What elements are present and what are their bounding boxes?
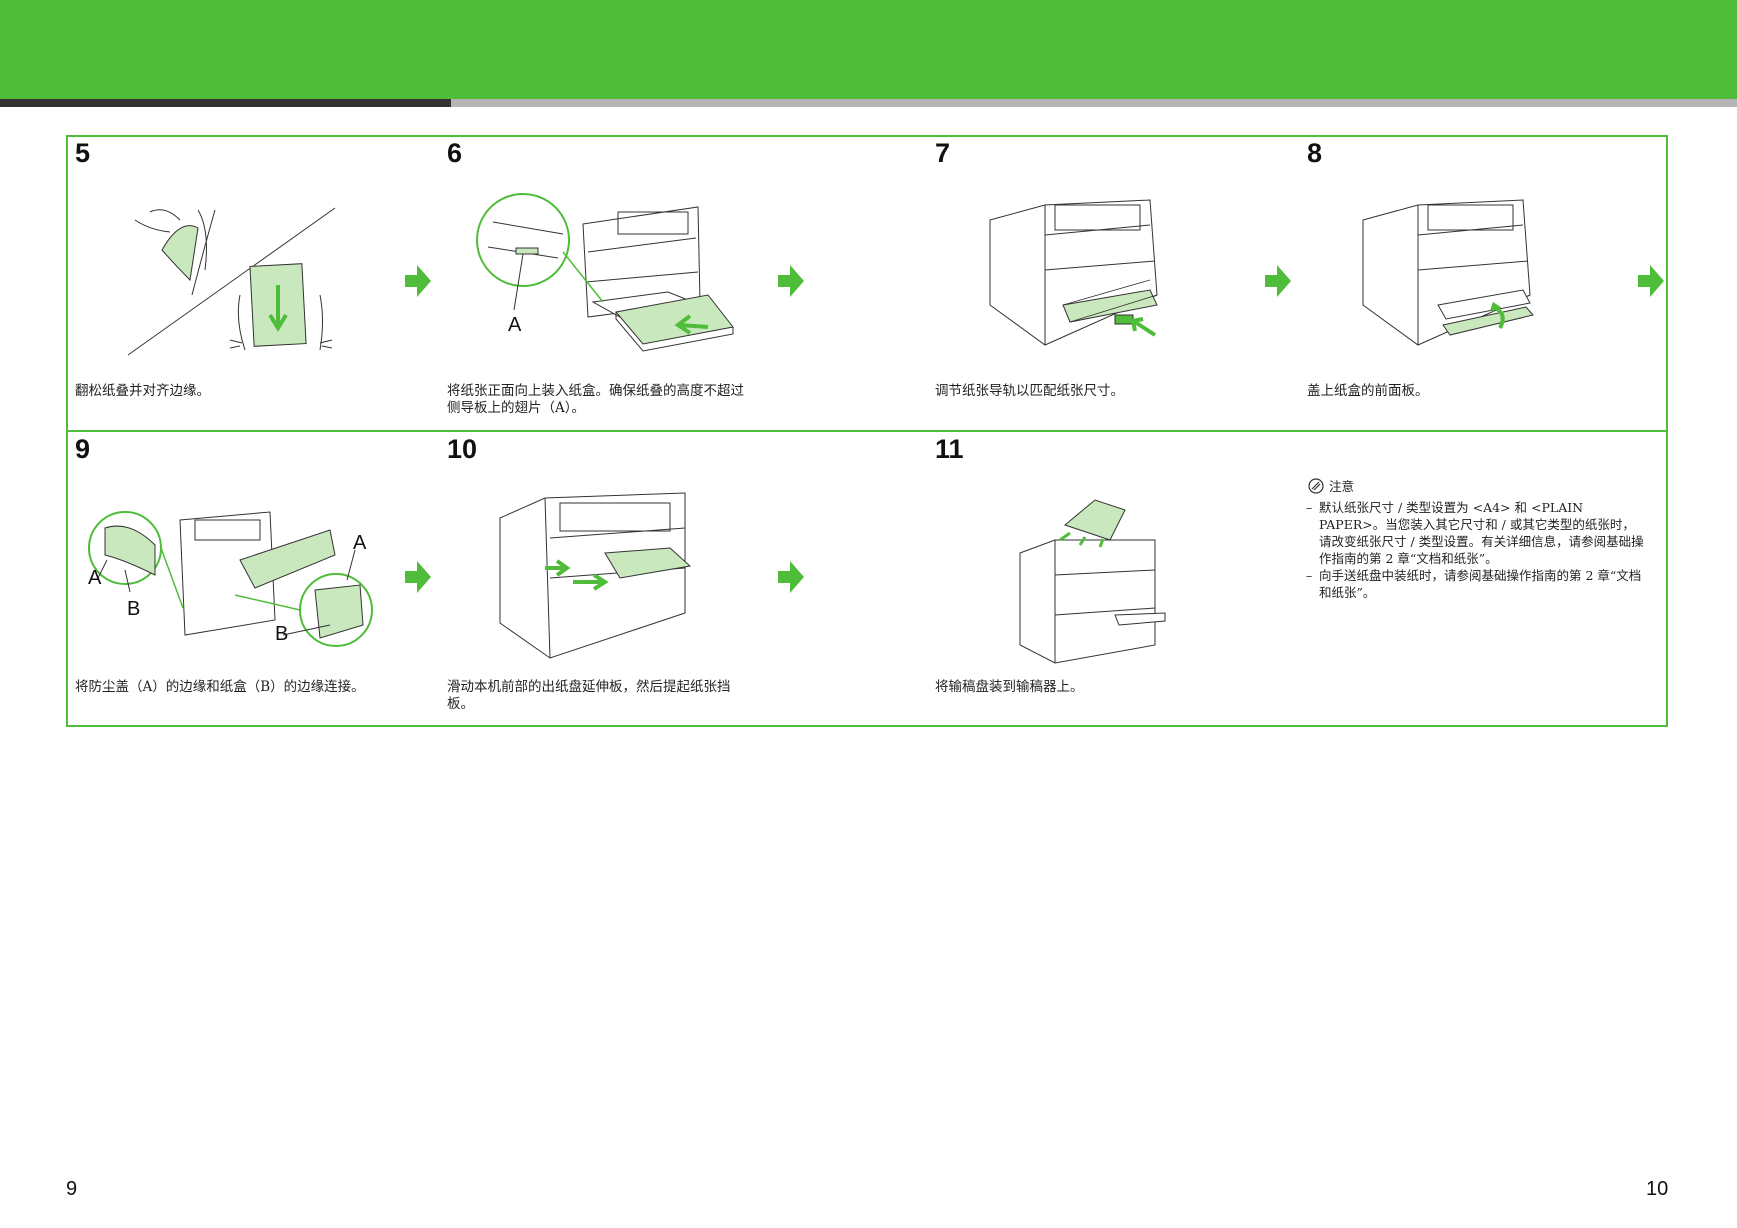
note-heading: 注意 <box>1308 476 1354 495</box>
note-item-text: 默认纸张尺寸 / 类型设置为 <A4> 和 <PLAIN PAPER>。当您装入… <box>1319 500 1644 566</box>
step-11-caption: 将输稿盘装到输稿器上。 <box>935 679 1084 695</box>
illustration-dust-cover: A A B B <box>88 511 373 647</box>
callout-a-step-6: A <box>508 314 522 336</box>
note-title: 注意 <box>1329 479 1355 494</box>
callout-a-step-9-left: A <box>88 567 102 589</box>
illustration-close-cover <box>1362 199 1534 346</box>
header-rule-light <box>451 99 1737 107</box>
row-divider <box>66 430 1668 432</box>
step-10-number: 10 <box>447 434 478 464</box>
note-list: –默认纸张尺寸 / 类型设置为 <A4> 和 <PLAIN PAPER>。当您装… <box>1306 499 1646 601</box>
next-step-arrow-icon <box>1638 265 1664 297</box>
note-item: –默认纸张尺寸 / 类型设置为 <A4> 和 <PLAIN PAPER>。当您装… <box>1306 500 1644 566</box>
next-step-arrow-icon <box>778 561 804 593</box>
illustration-fan-paper <box>127 207 336 356</box>
illustration-load-paper: A <box>476 193 734 352</box>
illustration-adjust-guides <box>989 199 1158 346</box>
callout-b-step-9-right: B <box>275 623 288 645</box>
illustration-output-tray <box>499 492 692 659</box>
step-5-number: 5 <box>75 138 91 168</box>
next-step-arrow-icon <box>405 561 431 593</box>
note-icon <box>1308 477 1324 494</box>
next-step-arrow-icon <box>778 265 804 297</box>
step-6-caption: 将纸张正面向上装入纸盒。确保纸叠的高度不超过侧导板上的翅片（A）。 <box>447 383 744 416</box>
next-step-arrow-icon <box>1265 265 1291 297</box>
page-number-right: 10 <box>1646 1178 1669 1200</box>
step-6-number: 6 <box>447 138 463 168</box>
note-item: –向手送纸盘中装纸时，请参阅基础操作指南的第 2 章“文档和纸张”。 <box>1306 568 1642 600</box>
illustration-feeder-tray <box>1019 499 1166 664</box>
step-11-number: 11 <box>935 434 964 464</box>
page-number-left: 9 <box>66 1178 78 1200</box>
callout-b-step-9-left: B <box>127 598 140 620</box>
note-item-text: 向手送纸盘中装纸时，请参阅基础操作指南的第 2 章“文档和纸张”。 <box>1319 568 1642 600</box>
header-banner <box>0 0 1737 99</box>
step-9-number: 9 <box>75 434 91 464</box>
next-step-arrow-icon <box>405 265 431 297</box>
step-5-caption: 翻松纸叠并对齐边缘。 <box>75 383 210 399</box>
step-9-caption: 将防尘盖（A）的边缘和纸盒（B）的边缘连接。 <box>75 679 365 695</box>
step-7-number: 7 <box>935 138 951 168</box>
step-8-number: 8 <box>1307 138 1323 168</box>
step-8-caption: 盖上纸盒的前面板。 <box>1307 383 1429 399</box>
header-rule-dark <box>0 99 451 107</box>
step-7-caption: 调节纸张导轨以匹配纸张尺寸。 <box>935 383 1124 399</box>
callout-a-step-9-right: A <box>353 532 367 554</box>
step-10-caption: 滑动本机前部的出纸盘延伸板，然后提起纸张挡板。 <box>447 679 731 712</box>
